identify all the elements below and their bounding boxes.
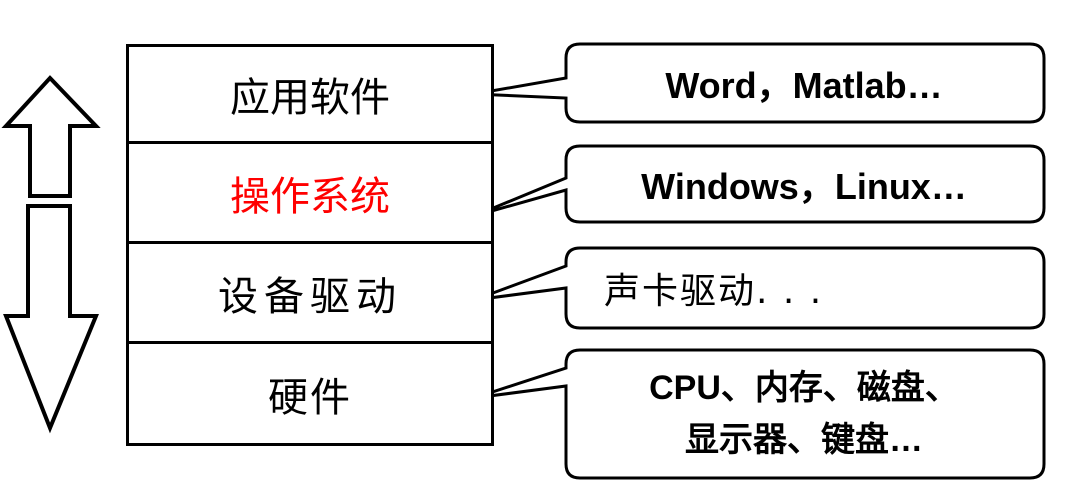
callout-text-line: 显示器、键盘…: [685, 421, 923, 459]
callout-text-apps: Word，Matlab…: [665, 65, 943, 106]
layer-hardware: 硬件: [126, 344, 494, 446]
callout-bubble-apps: [473, 42, 1046, 124]
down-arrow-icon: [3, 204, 99, 434]
layer-label: 设备驱动: [218, 273, 402, 320]
callout-text-line: CPU、内存、磁盘、: [649, 369, 959, 407]
layer-device-drivers: 设备驱动: [126, 244, 494, 344]
layer-application-software: 应用软件: [126, 44, 494, 144]
callout-text-hardware: CPU、内存、磁盘、 显示器、键盘…: [566, 350, 1042, 478]
callout-bubble-os: [473, 144, 1046, 224]
callout-text-drivers: 声卡驱动. . .: [604, 271, 824, 312]
up-arrow-icon: [1, 75, 101, 198]
callout-text-os: Windows，Linux…: [641, 166, 967, 207]
layer-label: 硬件: [268, 374, 352, 421]
layer-label: 操作系统: [230, 173, 390, 220]
callout-bubble-hardware: [473, 348, 1046, 480]
layer-label: 应用软件: [230, 75, 390, 121]
layer-operating-system: 操作系统: [126, 144, 494, 244]
callout-bubble-drivers: [473, 246, 1046, 330]
